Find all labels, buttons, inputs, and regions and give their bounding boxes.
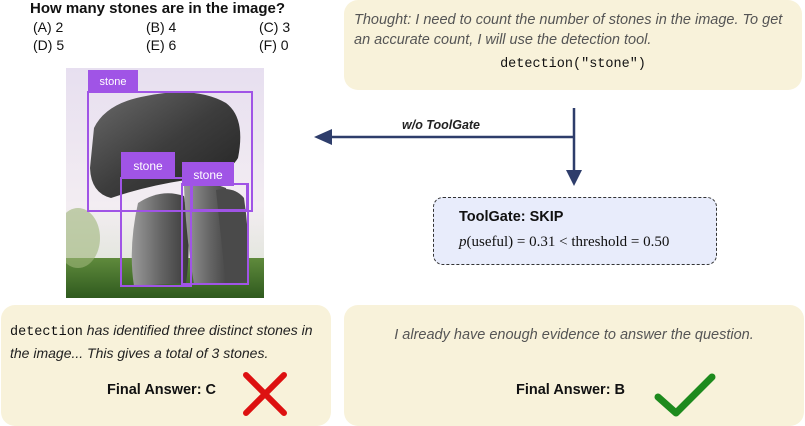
toolgate-title: ToolGate: SKIP	[459, 209, 564, 225]
question-text: How many stones are in the image?	[30, 0, 286, 17]
option-c: (C) 3	[259, 19, 291, 35]
detection-result-text: has identified three distinct stones in …	[10, 322, 313, 361]
stone-image-drawing: stone stone stone	[66, 68, 264, 298]
thought-code: detection("stone")	[500, 57, 646, 72]
box-label-2: stone	[133, 159, 163, 173]
final-answer-wrong: Final Answer: C	[107, 382, 217, 398]
option-b: (B) 4	[146, 19, 177, 35]
with-toolgate-text: I already have enough evidence to answer…	[394, 327, 754, 343]
option-a: (A) 2	[33, 19, 64, 35]
formula-p: p	[459, 234, 467, 250]
down-arrow-head	[566, 170, 582, 186]
box-label-1: stone	[100, 76, 127, 88]
option-f: (F) 0	[259, 37, 289, 53]
thought-panel: Thought: I need to count the number of s…	[344, 0, 802, 90]
final-answer-correct: Final Answer: B	[516, 382, 626, 398]
cross-icon	[243, 372, 287, 416]
detection-code: detection	[10, 325, 83, 340]
option-d: (D) 5	[33, 37, 65, 53]
stone-image: stone stone stone	[66, 68, 264, 298]
option-e: (E) 6	[146, 37, 177, 53]
thought-text: Thought: I need to count the number of s…	[354, 12, 783, 48]
without-toolgate-panel: detection has identified three distinct …	[1, 305, 331, 426]
formula-rest: (useful) = 0.31 < threshold = 0.50	[466, 234, 670, 250]
toolgate-formula: p(useful) = 0.31 < threshold = 0.50	[459, 234, 669, 251]
box-label-3: stone	[193, 168, 223, 182]
without-toolgate-text: detection has identified three distinct …	[10, 320, 330, 363]
toolgate-box: ToolGate: SKIP p(useful) = 0.31 < thresh…	[433, 197, 717, 265]
with-toolgate-panel: I already have enough evidence to answer…	[344, 305, 804, 426]
arrow-label: w/o ToolGate	[402, 118, 481, 132]
checkmark-icon	[654, 373, 716, 417]
left-arrow-head	[314, 129, 332, 145]
